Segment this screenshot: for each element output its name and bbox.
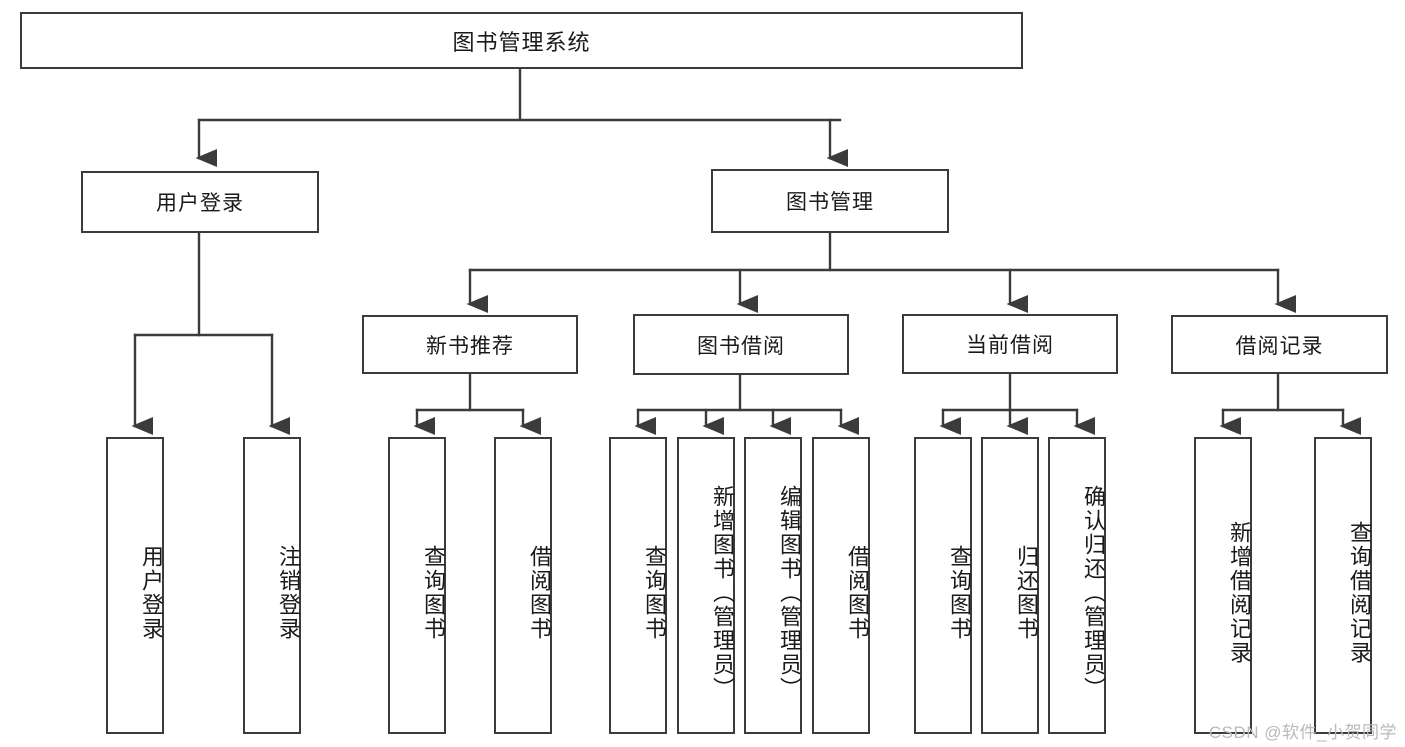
node-book-management[interactable]: 图书管理 xyxy=(711,169,949,233)
leaf-add-borrow-record[interactable]: 新增借阅记录 xyxy=(1194,437,1252,734)
node-current-borrow[interactable]: 当前借阅 xyxy=(902,314,1118,374)
leaf-return-book[interactable]: 归还图书 xyxy=(981,437,1039,734)
leaf-query-book-recommend[interactable]: 查询图书 xyxy=(388,437,446,734)
node-borrow-record[interactable]: 借阅记录 xyxy=(1171,315,1388,374)
leaf-user-login[interactable]: 用户登录 xyxy=(106,437,164,734)
leaf-borrow-book[interactable]: 借阅图书 xyxy=(812,437,870,734)
leaf-query-book-current[interactable]: 查询图书 xyxy=(914,437,972,734)
leaf-query-book-borrow[interactable]: 查询图书 xyxy=(609,437,667,734)
node-root-system[interactable]: 图书管理系统 xyxy=(20,12,1023,69)
node-new-book-recommend[interactable]: 新书推荐 xyxy=(362,315,578,374)
leaf-edit-book-admin[interactable]: 编辑图书（管理员） xyxy=(744,437,802,734)
leaf-query-borrow-record[interactable]: 查询借阅记录 xyxy=(1314,437,1372,734)
watermark-csdn: CSDN @软件_小贺同学 xyxy=(1208,723,1397,742)
node-book-borrow[interactable]: 图书借阅 xyxy=(633,314,849,375)
leaf-borrow-book-recommend[interactable]: 借阅图书 xyxy=(494,437,552,734)
leaf-logout[interactable]: 注销登录 xyxy=(243,437,301,734)
leaf-confirm-return-admin[interactable]: 确认归还（管理员） xyxy=(1048,437,1106,734)
node-user-login[interactable]: 用户登录 xyxy=(81,171,319,233)
leaf-add-book-admin[interactable]: 新增图书（管理员） xyxy=(677,437,735,734)
